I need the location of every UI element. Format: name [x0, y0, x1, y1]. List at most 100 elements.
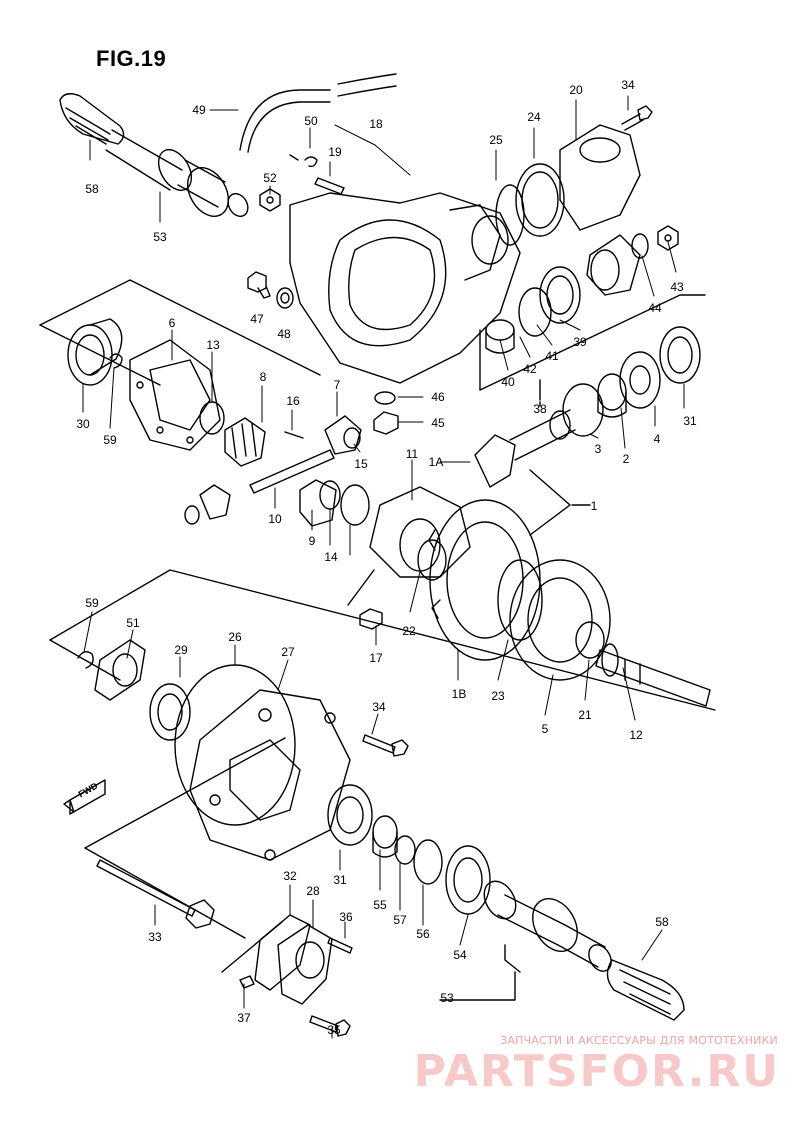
bearing-5 — [509, 559, 611, 681]
output-shaft-12 — [595, 643, 711, 707]
cover-28 — [277, 924, 333, 1005]
callout-6: 6 — [168, 316, 176, 330]
washer-14 — [319, 480, 341, 510]
pin-16 — [284, 431, 304, 439]
seal-51 — [94, 639, 146, 701]
callout-9: 9 — [308, 534, 316, 548]
callout-59-upper: 59 — [103, 433, 117, 447]
washer-46 — [374, 391, 396, 405]
side-gear-8 — [224, 417, 266, 467]
bearing-31-lower — [327, 784, 373, 846]
callout-33: 33 — [148, 930, 162, 944]
spacer-2 — [597, 373, 627, 418]
watermark-logo: PARTSFOR.RU — [413, 1046, 780, 1097]
callout-19: 19 — [328, 145, 342, 159]
spacer-55 — [372, 815, 398, 858]
callout-58-top: 58 — [85, 182, 99, 196]
bolt-34-top — [621, 105, 653, 131]
bracket-1 — [529, 469, 591, 536]
callout-46: 46 — [431, 390, 445, 404]
callout-50: 50 — [304, 114, 318, 128]
callout-43: 43 — [670, 280, 684, 294]
washer-15-lower — [184, 505, 200, 525]
callout-28: 28 — [306, 884, 320, 898]
callout-29: 29 — [174, 643, 188, 657]
callout-20: 20 — [569, 83, 583, 97]
callout-30: 30 — [76, 417, 90, 431]
callout-53-top: 53 — [153, 230, 167, 244]
ring-57 — [394, 835, 416, 865]
bolt-35 — [309, 1015, 351, 1037]
callout-18: 18 — [369, 117, 383, 131]
bracket-lines-38 — [479, 294, 706, 407]
bolt-34-lower — [362, 734, 409, 757]
diff-case-6 — [129, 339, 221, 451]
callout-59-lower: 59 — [85, 596, 99, 610]
bearing-4 — [619, 351, 661, 409]
callout-22: 22 — [402, 624, 416, 638]
bolt-36 — [327, 937, 353, 954]
callout-13-upper: 13 — [206, 338, 220, 352]
side-gear-9 — [299, 479, 337, 527]
washer-13-upper — [199, 401, 225, 435]
bracket-group-upper — [39, 279, 321, 386]
callout-45: 45 — [431, 416, 445, 430]
bolt-47 — [247, 271, 271, 299]
clip-59-upper — [109, 353, 123, 369]
flange-39 — [586, 234, 641, 296]
callout-17: 17 — [369, 651, 383, 665]
washer-13-lower — [340, 484, 370, 526]
figure-title: FIG.19 — [96, 46, 167, 71]
callout-34-lower: 34 — [372, 700, 386, 714]
forward-arrow-icon — [63, 779, 106, 815]
callout-7-upper: 7 — [333, 378, 341, 392]
pinion-gear-7-upper — [324, 415, 362, 455]
callout-1: 1 — [590, 499, 598, 513]
leader-lines — [82, 95, 685, 1039]
callout-52: 52 — [263, 171, 277, 185]
cover-20 — [559, 124, 641, 231]
dowel-37 — [239, 975, 255, 989]
plug-45 — [373, 411, 399, 435]
o-ring-25 — [495, 184, 525, 246]
seal-54 — [445, 845, 491, 915]
callout-1A: 1A — [428, 455, 444, 469]
left-shaft-53 — [105, 129, 249, 218]
callout-58-bottom: 58 — [655, 915, 669, 929]
callout-31-right: 31 — [683, 414, 697, 428]
callout-56: 56 — [416, 927, 430, 941]
nut-43 — [657, 225, 679, 251]
callout-54: 54 — [453, 948, 467, 962]
gasket-24 — [515, 163, 565, 237]
callout-51: 51 — [126, 616, 140, 630]
spacer-21 — [575, 621, 605, 659]
left-boot-58 — [59, 93, 125, 145]
callout-21: 21 — [578, 708, 592, 722]
callout-8: 8 — [259, 370, 267, 384]
housing-27 — [189, 689, 351, 861]
gasket-26 — [174, 664, 296, 826]
right-shaft-53 — [439, 880, 612, 1001]
bearing-31-right — [659, 326, 701, 384]
shaft-10 — [249, 449, 335, 494]
bracket-group-lower — [49, 569, 716, 711]
callout-2: 2 — [622, 452, 630, 466]
clip-59-lower — [77, 651, 94, 669]
callout-53-bottom: 53 — [440, 991, 454, 1005]
callout-42: 42 — [523, 362, 537, 376]
callout-48: 48 — [277, 327, 291, 341]
callout-5: 5 — [541, 722, 549, 736]
callout-55: 55 — [373, 898, 387, 912]
spacer-40 — [485, 319, 515, 354]
pin-19 — [314, 177, 345, 195]
callout-44: 44 — [648, 301, 662, 315]
shim-3 — [562, 383, 604, 437]
callout-12: 12 — [629, 728, 643, 742]
watermark-caption: ЗАПЧАСТИ И АКСЕССУАРЫ ДЛЯ МОТОТЕХНИКИ — [500, 1034, 778, 1047]
right-boot-58 — [606, 959, 685, 1021]
washer-48 — [276, 287, 294, 309]
washer-15-upper — [343, 427, 361, 449]
callout-34-top: 34 — [621, 78, 635, 92]
